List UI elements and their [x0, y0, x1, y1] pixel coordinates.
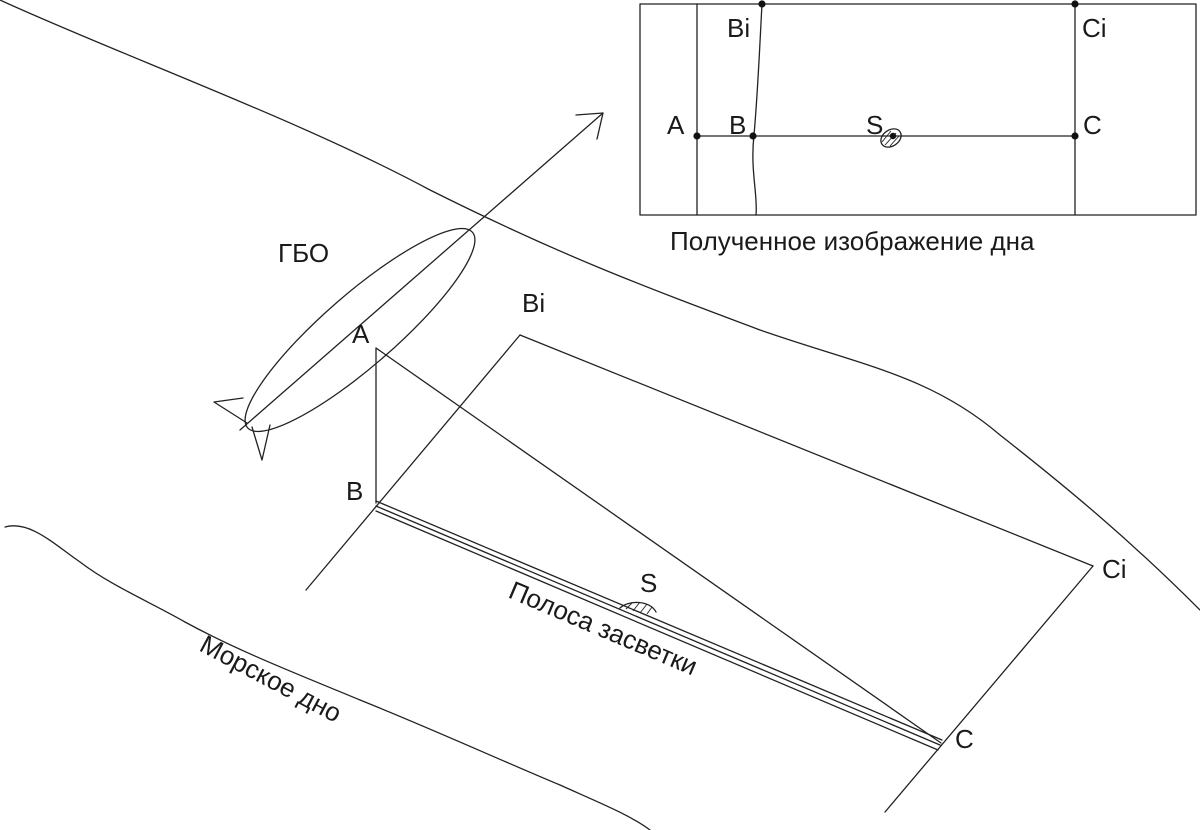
- inset-seafloor-image: A B Bi S C Ci: [639, 0, 1197, 216]
- inset-dot-bi: [758, 0, 766, 8]
- inset-caption: Полученное изображение дна: [670, 226, 1035, 256]
- inset-dot-ci: [1071, 0, 1079, 8]
- inset-dot-a: [693, 132, 701, 140]
- towfish-tail-fin-upper: [213, 397, 248, 424]
- point-a-label: A: [352, 319, 370, 349]
- towfish-body: [244, 227, 476, 433]
- swath-edge-ci-c: [884, 565, 1094, 813]
- illuminated-strip-label: Полоса засветки: [505, 575, 702, 681]
- towfish-tail-fin-lower: [251, 424, 271, 461]
- inset-s-label: S: [866, 110, 883, 140]
- point-bi-label: Bi: [522, 288, 545, 318]
- upper-boundary-curve: [0, 0, 1200, 611]
- inset-dot-s: [889, 132, 897, 140]
- inset-dot-c: [1071, 132, 1079, 140]
- point-s-label: S: [640, 568, 657, 598]
- inset-ci-label: Ci: [1082, 13, 1107, 43]
- illuminated-strip-line-1: [375, 500, 943, 741]
- heading-arrowhead: [575, 112, 604, 140]
- inset-target-s-shape: [880, 128, 902, 148]
- swath-edge-bi-ci: [519, 334, 1094, 567]
- inset-c-label: C: [1083, 110, 1102, 140]
- inset-line-b-curve: [752, 3, 763, 216]
- sonar-label: ГБО: [278, 238, 329, 268]
- inset-frame: [639, 3, 1197, 216]
- inset-bi-label: Bi: [727, 13, 750, 43]
- illuminated-strip-line-2: [375, 505, 941, 746]
- seafloor-label: Морское дно: [195, 629, 347, 729]
- point-ci-label: Ci: [1102, 554, 1127, 584]
- point-b-label: B: [346, 476, 363, 506]
- heading-arrow-line: [239, 112, 604, 431]
- inset-a-label: A: [667, 110, 685, 140]
- point-c-label: C: [955, 724, 974, 754]
- illuminated-strip-line-3: [375, 510, 939, 751]
- inset-b-label: B: [729, 110, 746, 140]
- seafloor-curve: [4, 525, 651, 830]
- inset-dot-b: [749, 132, 757, 140]
- target-s-hatch: [619, 601, 657, 615]
- line-a-c: [375, 347, 942, 744]
- swath-edge-bi-b: [305, 334, 521, 591]
